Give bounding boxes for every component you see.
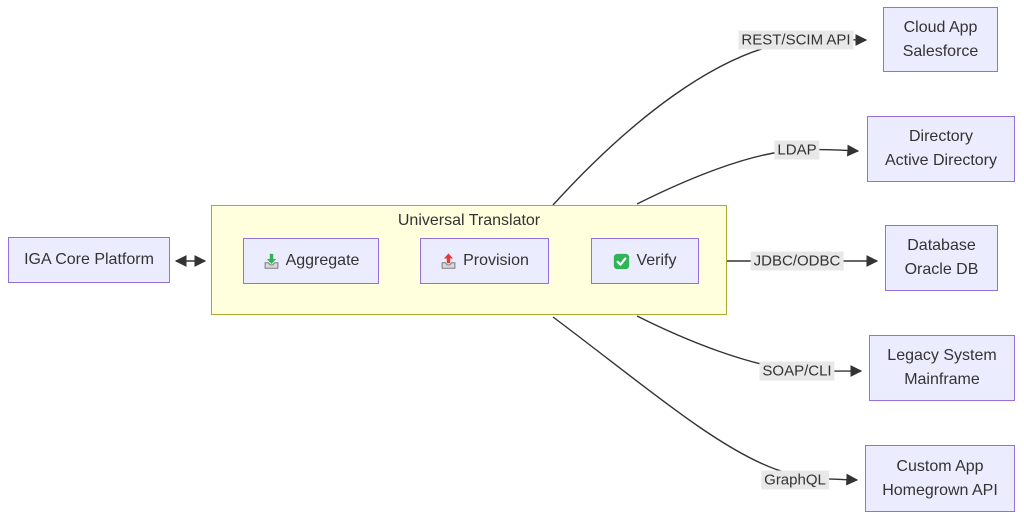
node-legacy-system-mainframe: Legacy System Mainframe <box>869 335 1015 401</box>
target-name: Active Directory <box>884 152 998 169</box>
edge-label-graphql: GraphQL <box>761 470 829 490</box>
edge-translator-homegrown-api <box>552 316 859 486</box>
node-cloud-app-salesforce: Cloud App Salesforce <box>883 7 998 72</box>
node-database-oracle-db: Database Oracle DB <box>885 225 998 291</box>
target-type: Custom App <box>896 457 984 475</box>
node-provision: Provision <box>420 238 549 284</box>
node-verify: Verify <box>591 238 699 284</box>
target-type: Database <box>907 237 976 254</box>
edge-label-ldap: LDAP <box>774 140 820 160</box>
edge-label-jdbc-odbc: JDBC/ODBC <box>750 251 844 271</box>
node-iga-core-platform: IGA Core Platform <box>8 237 170 283</box>
target-type: Legacy System <box>887 347 997 364</box>
target-name: Homegrown API <box>882 481 998 499</box>
node-aggregate: Aggregate <box>243 238 379 284</box>
edge-label-rest-scim-api: REST/SCIM API <box>738 30 854 50</box>
universal-translator-container: Universal Translator Aggregate Provision <box>211 205 727 315</box>
edge-translator-active-directory <box>636 144 860 205</box>
node-custom-app-homegrown-api: Custom App Homegrown API <box>865 445 1015 512</box>
check-mark-icon <box>613 253 630 270</box>
node-directory-active-directory: Directory Active Directory <box>867 116 1015 182</box>
edge-translator-salesforce <box>552 34 868 206</box>
node-label: Aggregate <box>285 252 360 269</box>
node-label: Verify <box>636 252 677 269</box>
target-name: Salesforce <box>902 42 979 60</box>
target-name: Oracle DB <box>904 261 979 278</box>
inbox-tray-icon <box>263 253 280 270</box>
target-type: Directory <box>908 128 973 145</box>
target-type: Cloud App <box>903 18 978 36</box>
target-name: Mainframe <box>904 371 980 388</box>
node-label: IGA Core Platform <box>24 251 154 268</box>
edge-label-soap-cli: SOAP/CLI <box>759 361 835 381</box>
cluster-title: Universal Translator <box>397 212 541 229</box>
node-label: Provision <box>463 252 529 269</box>
outbox-tray-icon <box>440 252 457 270</box>
